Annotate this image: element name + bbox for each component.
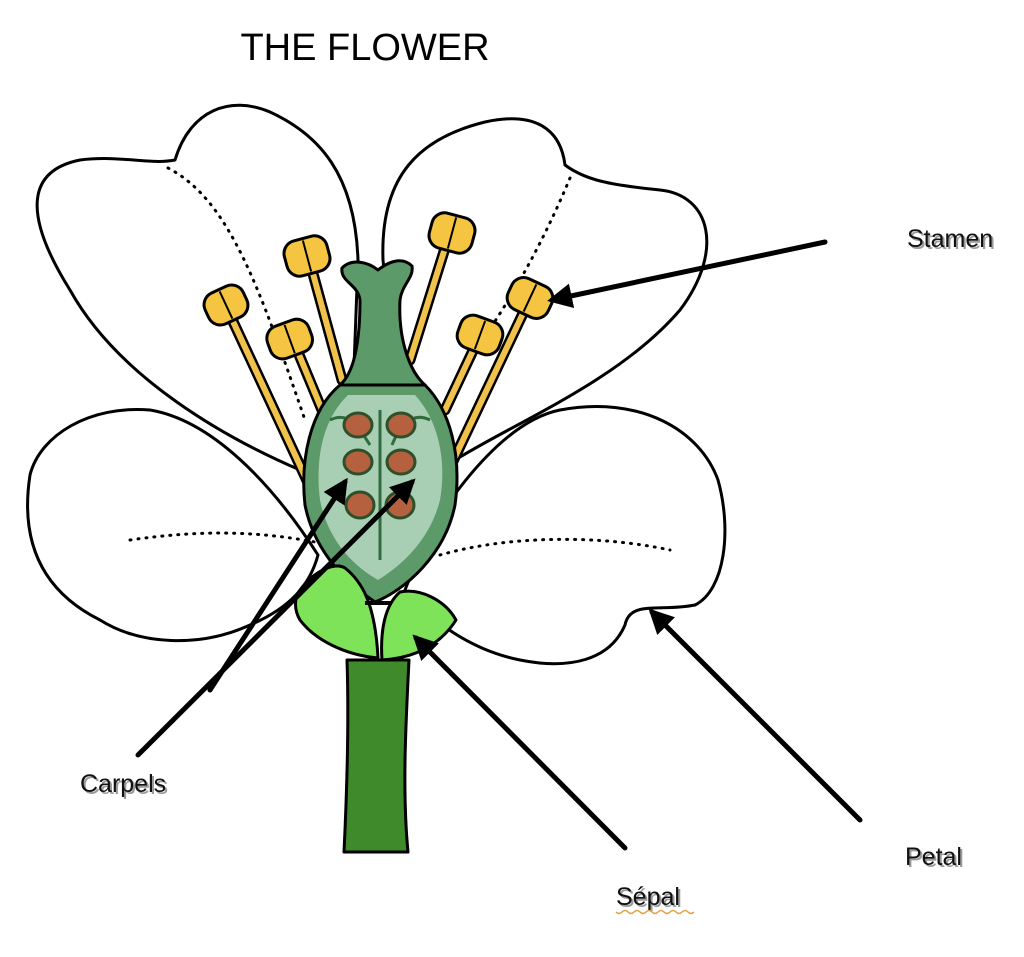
anther [427,211,477,255]
label-petal-shadow: Petal [907,845,964,873]
anther [455,313,505,357]
anther [202,283,250,327]
filament [309,267,345,383]
spellcheck-underline [615,909,695,915]
label-petal: Petal [905,843,962,871]
label-sepal-shadow: Sépal [618,885,682,913]
pistil [302,259,459,604]
arrow-stamen [547,239,828,309]
arrow-carpels-1 [207,477,348,693]
label-carpels: Carpels [80,770,166,798]
anther [282,234,332,278]
anther [265,317,314,361]
filament [407,242,449,363]
ovule [385,411,417,439]
ovule [342,411,374,439]
arrow-carpels-2 [135,478,416,758]
petal-front-right [403,405,727,666]
sepal-left [294,564,380,660]
diagram-title: THE FLOWER [240,27,489,69]
ovule [342,448,374,476]
label-sepal: Sépal [616,883,680,911]
ovule [385,448,417,476]
arrow-sepal [412,634,628,851]
petal-vein-back-left [166,166,307,422]
ovule [344,490,376,520]
anthers [202,211,555,361]
petal-back-left [35,103,360,472]
pistil-style [338,259,427,387]
label-stamen: Stamen [907,225,993,253]
filament [292,342,325,413]
label-stamen-shadow: Stamen [909,227,995,255]
stem [342,658,411,854]
label-carpels-shadow: Carpels [82,772,168,800]
arrow-petal [648,608,863,823]
